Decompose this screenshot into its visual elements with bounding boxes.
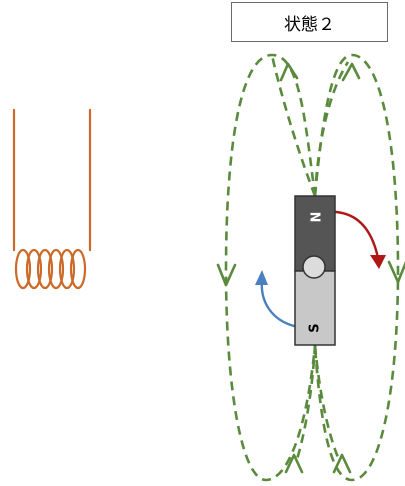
coil-loop <box>25 248 43 290</box>
field-arrow-right <box>387 260 405 284</box>
north-rotation-arrow <box>334 210 380 260</box>
coil <box>12 108 92 290</box>
south-rotation-arrowhead <box>255 270 268 285</box>
bar-magnet: N S <box>294 195 336 346</box>
field-arrow-left <box>216 263 237 287</box>
magnet-pivot <box>302 255 326 279</box>
field-line-inner-bottom-left <box>294 344 317 463</box>
field-line-outer-left <box>224 53 317 482</box>
magnetic-field-lines <box>224 53 400 482</box>
state-title: 状態２ <box>231 2 388 42</box>
south-pole-label: S <box>308 323 323 332</box>
magnet-south-pole <box>294 270 336 346</box>
field-arrow-top-right <box>341 62 361 82</box>
field-line-inner-bottom-right <box>313 344 342 463</box>
field-line-inner-top-right <box>313 61 350 197</box>
north-pole-label: N <box>310 212 325 223</box>
field-arrow-bottom-left <box>284 453 304 474</box>
rotation-arrows <box>255 210 386 328</box>
coil-loop <box>14 248 32 290</box>
field-direction-arrows <box>216 62 405 474</box>
field-line-outer-right <box>313 53 400 482</box>
south-rotation-arrow <box>260 278 296 328</box>
coil-loop <box>58 248 76 290</box>
field-line-inner-left <box>270 54 317 197</box>
coil-loop <box>47 248 65 290</box>
coil-loop <box>36 248 54 290</box>
north-rotation-arrowhead <box>370 255 386 269</box>
coil-loop <box>69 248 87 290</box>
field-arrow-bottom-right <box>332 453 352 474</box>
field-arrow-top-left <box>279 62 299 82</box>
